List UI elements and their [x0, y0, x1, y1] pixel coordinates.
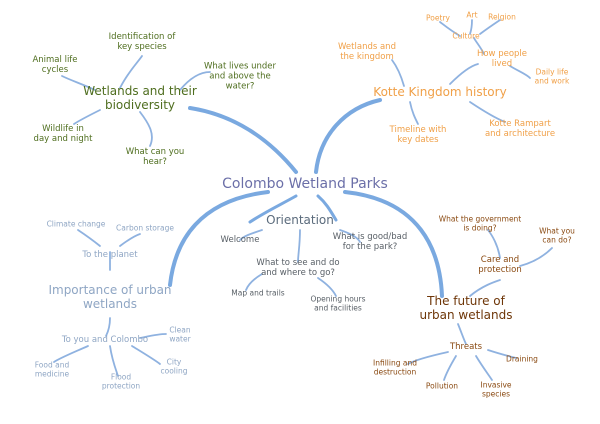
node-to-you-and-colombo[interactable]: To you and Colombo — [61, 335, 149, 346]
link-root-future — [343, 190, 444, 298]
node-to-the-planet[interactable]: To the planet — [82, 250, 138, 261]
link-ori-welcome — [239, 229, 263, 241]
main-branch-links — [168, 98, 444, 298]
root-node[interactable]: Colombo Wetland Parks — [222, 175, 388, 192]
node-poetry[interactable]: Poetry — [426, 13, 450, 23]
link-fut-invasive — [475, 355, 493, 381]
link-kotte-daily — [509, 65, 531, 79]
node-climate-change[interactable]: Climate change — [46, 219, 106, 229]
link-fut-draining — [487, 349, 517, 359]
link-fut-youcan — [519, 247, 553, 267]
link-root-biodiversity — [188, 106, 298, 174]
link-kotte-howpeople — [449, 63, 479, 85]
link-bio-hear — [139, 111, 153, 147]
sub-branch-links — [53, 19, 553, 381]
link-kotte-art — [469, 19, 473, 35]
node-relgion[interactable]: Relgion — [488, 12, 516, 22]
link-imp-flood — [109, 345, 119, 377]
link-kotte-poetry — [439, 21, 461, 37]
link-root-importance — [168, 190, 270, 287]
link-imp-carbon — [119, 233, 141, 247]
branch-kotte-kingdom[interactable]: Kotte Kingdom history — [373, 85, 507, 100]
link-bio-wildlife — [73, 109, 101, 125]
node-culture[interactable]: Culture — [452, 31, 480, 41]
link-bio-animal — [61, 75, 96, 91]
link-imp-cooling — [131, 345, 161, 365]
node-pollution[interactable]: Pollution — [425, 381, 459, 391]
link-kotte-wetlands — [391, 59, 405, 87]
node-carbon-storage[interactable]: Carbon storage — [116, 223, 174, 233]
node-art[interactable]: Art — [466, 10, 478, 20]
link-bio-whatlives — [179, 71, 211, 91]
link-kotte-rampart — [469, 101, 506, 123]
branch-orientation[interactable]: Orientation — [266, 213, 334, 228]
link-fut-care — [469, 279, 501, 297]
link-ori-goodbad — [339, 229, 361, 243]
node-welcome[interactable]: Welcome — [220, 235, 260, 246]
link-kotte-culture — [473, 37, 485, 55]
link-ori-whattosee — [297, 229, 301, 263]
link-fut-threats — [457, 323, 467, 345]
link-imp-climate — [77, 229, 101, 247]
node-threats[interactable]: Threats — [449, 342, 483, 353]
link-kotte-timeline — [409, 101, 419, 125]
node-map-and-trails[interactable]: Map and trails — [231, 288, 285, 298]
node-draining[interactable]: Draining — [506, 354, 538, 364]
link-fut-gov — [487, 229, 501, 259]
link-ori-hours — [317, 277, 337, 297]
link-bio-identification — [119, 55, 143, 89]
link-root-orientation-left — [248, 194, 298, 224]
link-imp-clean — [139, 333, 167, 339]
link-root-kotte — [314, 98, 382, 174]
link-fut-infilling — [407, 351, 449, 365]
link-ori-map — [245, 273, 263, 291]
link-imp-food — [53, 345, 89, 363]
link-imp-you — [105, 317, 111, 337]
link-fut-pollution — [443, 355, 457, 381]
link-kotte-relgion — [479, 19, 501, 35]
link-root-orientation-right — [316, 194, 338, 222]
